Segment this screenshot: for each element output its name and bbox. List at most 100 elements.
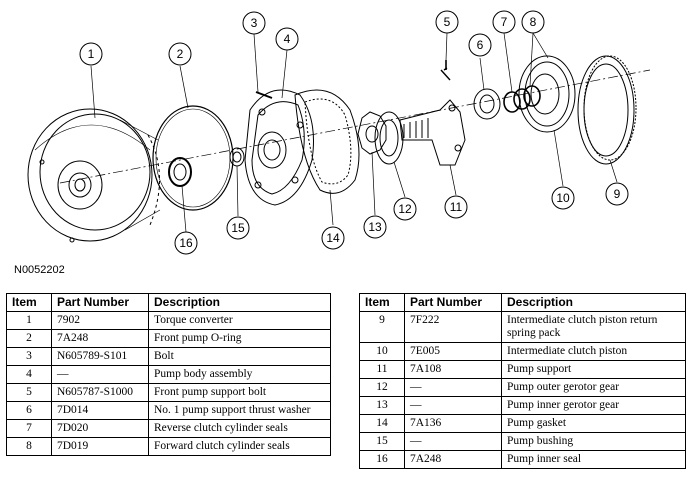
table-row: 4—Pump body assembly	[6, 365, 331, 384]
part-number-cell: 7A108	[404, 360, 502, 379]
callout-13: 13	[368, 220, 382, 234]
pump-body-drawing	[244, 89, 314, 206]
description-cell: Intermediate clutch piston return spring…	[501, 311, 686, 343]
item-cell: 13	[359, 396, 405, 415]
part-number-cell: N605789-S101	[51, 347, 149, 366]
table-row: 12—Pump outer gerotor gear	[359, 378, 686, 397]
item-cell: 11	[359, 360, 405, 379]
callout-14: 14	[326, 231, 340, 245]
part-number-cell: —	[404, 378, 502, 397]
header-item: Item	[359, 293, 405, 312]
part-number-cell: —	[51, 365, 149, 384]
description-cell: No. 1 pump support thrust washer	[148, 401, 331, 420]
item-cell: 9	[359, 311, 405, 343]
part-number-cell: 7A248	[404, 450, 502, 469]
description-cell: Pump outer gerotor gear	[501, 378, 686, 397]
header-part-number: Part Number	[51, 293, 149, 312]
item-cell: 12	[359, 378, 405, 397]
item-cell: 8	[6, 437, 52, 456]
part-number-cell: 7D014	[51, 401, 149, 420]
item-cell: 16	[359, 450, 405, 469]
bushing-drawing	[229, 147, 245, 167]
outer-gerotor-gear-drawing	[374, 111, 404, 165]
item-cell: 14	[359, 414, 405, 433]
callout-11: 11	[450, 200, 463, 214]
item-cell: 3	[6, 347, 52, 366]
description-cell: Front pump support bolt	[148, 383, 331, 402]
description-cell: Pump inner seal	[501, 450, 686, 469]
part-number-cell: N605787-S1000	[51, 383, 149, 402]
callout-9: 9	[614, 187, 621, 201]
table-header-row: Item Part Number Description	[6, 293, 331, 312]
description-cell: Pump support	[501, 360, 686, 379]
intermediate-clutch-piston-drawing	[518, 55, 576, 133]
item-cell: 7	[6, 419, 52, 438]
part-number-cell: 7A136	[404, 414, 502, 433]
callout-2: 2	[177, 47, 184, 61]
callout-5: 5	[444, 15, 451, 29]
part-number-cell: —	[404, 432, 502, 451]
description-cell: Pump inner gerotor gear	[501, 396, 686, 415]
item-cell: 6	[6, 401, 52, 420]
description-cell: Torque converter	[148, 311, 331, 330]
return-spring-pack-drawing	[577, 55, 637, 165]
o-ring-drawing	[152, 105, 234, 211]
part-number-cell: 7F222	[404, 311, 502, 343]
header-description: Description	[148, 293, 331, 312]
header-description: Description	[501, 293, 686, 312]
description-cell: Pump bushing	[501, 432, 686, 451]
callout-12: 12	[398, 202, 412, 216]
description-cell: Bolt	[148, 347, 331, 366]
description-cell: Intermediate clutch piston	[501, 342, 686, 361]
callout-4: 4	[284, 32, 291, 46]
item-cell: 5	[6, 383, 52, 402]
figure-id: N0052202	[14, 264, 65, 276]
callout-10: 10	[556, 191, 570, 205]
item-cell: 1	[6, 311, 52, 330]
torque-converter-drawing	[27, 108, 161, 243]
inner-gerotor-gear-drawing	[357, 111, 387, 155]
part-number-cell: 7A248	[51, 329, 149, 348]
part-number-cell: 7D019	[51, 437, 149, 456]
description-cell: Reverse clutch cylinder seals	[148, 419, 331, 438]
callout-1: 1	[88, 47, 95, 61]
callout-15: 15	[231, 221, 245, 235]
exploded-view-diagram: 1 2 3 4 5 6 7 8 9 10 11 12 13 14 15 16	[27, 10, 651, 255]
item-cell: 4	[6, 365, 52, 384]
callout-16: 16	[179, 236, 193, 250]
description-cell: Pump body assembly	[148, 365, 331, 384]
pump-support-drawing	[399, 99, 466, 166]
table-row: 15—Pump bushing	[359, 432, 686, 451]
callout-6: 6	[477, 38, 484, 52]
item-cell: 15	[359, 432, 405, 451]
inner-seal-drawing	[168, 157, 192, 187]
thrust-washer-drawing	[473, 88, 501, 120]
table-header-row: Item Part Number Description	[359, 293, 686, 312]
description-cell: Pump gasket	[501, 414, 686, 433]
description-cell: Front pump O-ring	[148, 329, 331, 348]
part-number-cell: 7E005	[404, 342, 502, 361]
callout-3: 3	[251, 16, 258, 30]
description-cell: Forward clutch cylinder seals	[148, 437, 331, 456]
part-number-cell: 7D020	[51, 419, 149, 438]
item-cell: 10	[359, 342, 405, 361]
pump-gasket-drawing	[294, 89, 360, 194]
callout-8: 8	[530, 15, 537, 29]
table-row: 13—Pump inner gerotor gear	[359, 396, 686, 415]
